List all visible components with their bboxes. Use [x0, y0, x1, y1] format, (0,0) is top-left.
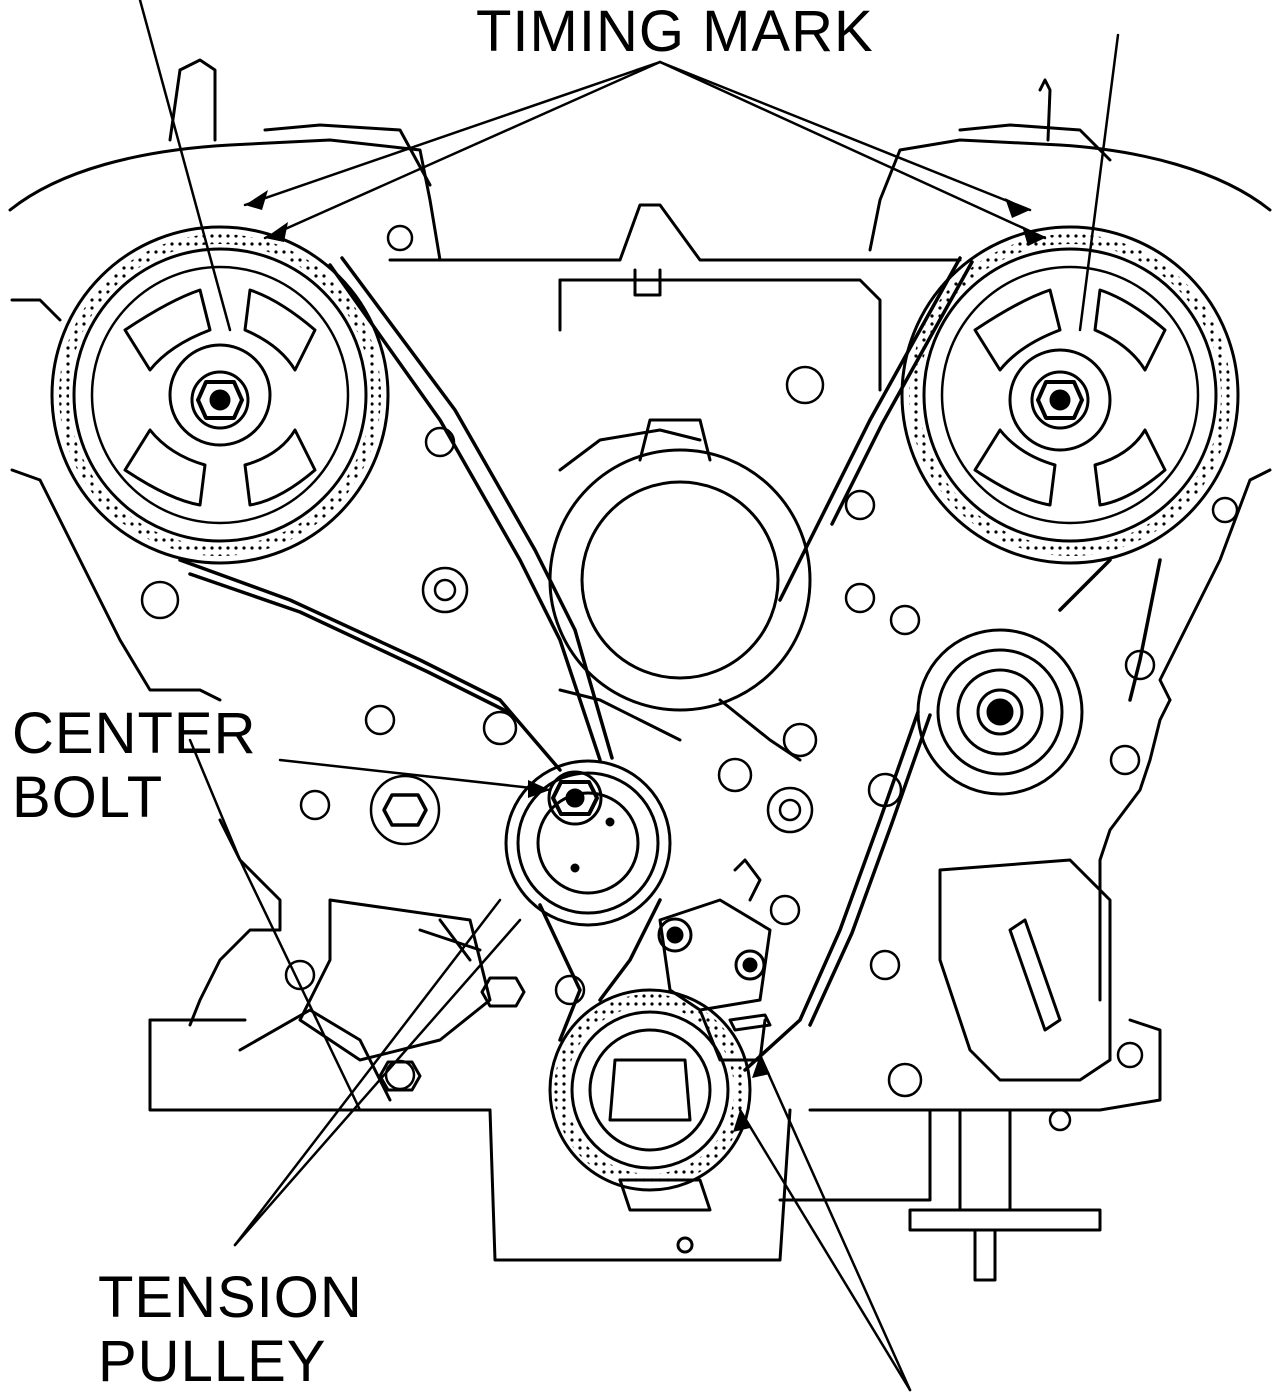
tension-pulley-line-1: TENSION	[98, 1265, 363, 1330]
left-camshaft-sprocket	[50, 225, 390, 565]
water-pump	[548, 418, 812, 762]
tension-pulley	[504, 759, 672, 927]
timing-mark-label: TIMING MARK	[476, 0, 874, 64]
idler-pulley	[916, 628, 1084, 796]
center-bolt-label: CENTER BOLT	[12, 702, 256, 830]
timing-mark-text: TIMING MARK	[476, 0, 874, 64]
engine-block-outline	[8, 58, 1272, 1282]
arrowheads	[245, 190, 1045, 1132]
center-bolt-line-1: CENTER	[12, 701, 257, 766]
timing-belt	[178, 256, 1162, 1072]
auto-tensioner	[657, 858, 772, 1062]
bolt-holes	[140, 224, 1239, 1132]
center-bolt-line-2: BOLT	[12, 765, 164, 830]
callout-leaders	[138, 0, 1120, 1392]
right-camshaft-sprocket	[900, 225, 1240, 565]
crankshaft-sprocket	[548, 988, 752, 1254]
tension-pulley-label: TENSION PULLEY	[98, 1266, 363, 1394]
tension-pulley-line-2: PULLEY	[98, 1329, 327, 1394]
